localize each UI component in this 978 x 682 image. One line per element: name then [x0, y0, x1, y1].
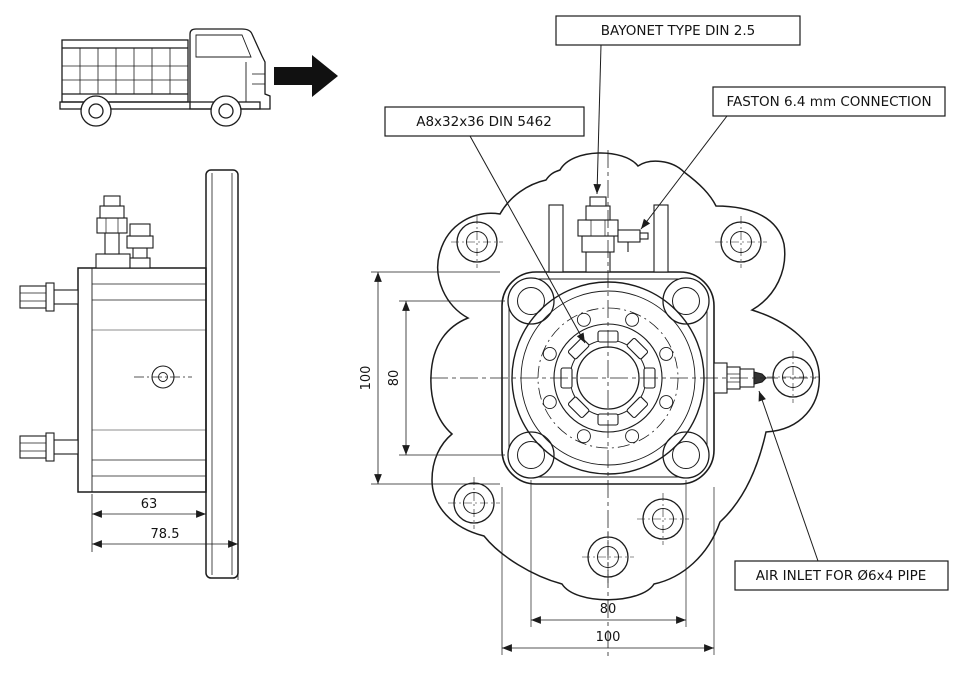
bearing-balls [542, 312, 674, 444]
truck-illustration [59, 28, 338, 127]
callout-bayonet-box [555, 15, 801, 46]
callout-faston-box [712, 86, 946, 117]
bolt-hole [448, 477, 500, 529]
truck-stake-bed [61, 39, 189, 103]
front-dimensions: 100 80 80 100 [359, 271, 715, 655]
side-valve-assembly [95, 195, 154, 269]
side-body [77, 267, 207, 493]
callout-spline-label: A8x32x36 DIN 5462 [416, 114, 552, 130]
front-valve-assembly [548, 196, 669, 273]
faston-tab [617, 229, 649, 252]
side-view: 63 78.5 [19, 169, 239, 580]
front-view: 100 80 80 100 [359, 150, 820, 656]
side-dimensions: 63 78.5 [91, 494, 239, 580]
dim-text-100-horizontal: 100 [596, 630, 621, 645]
direction-arrow-icon [274, 55, 338, 97]
dim-text-80-horizontal: 80 [600, 602, 617, 617]
dim-text-100-vertical: 100 [359, 366, 374, 391]
dim-text-78-5: 78.5 [151, 527, 180, 542]
callout-air-inlet-box [734, 560, 949, 591]
callout-air-inlet: AIR INLET FOR Ø6x4 PIPE [734, 390, 949, 591]
side-flange-plate [205, 169, 239, 579]
callouts: BAYONET TYPE DIN 2.5 FASTON 6.4 mm CONNE… [384, 15, 949, 591]
callout-spline-box [384, 106, 585, 137]
truck-cab [189, 28, 271, 110]
corner-bolt [507, 431, 555, 479]
side-port [134, 365, 192, 389]
bolt-hole [637, 493, 689, 545]
corner-bolt [662, 431, 710, 479]
corner-bolt [662, 277, 710, 325]
bolt-hole [767, 351, 819, 403]
side-mounting-bolts [19, 282, 79, 462]
callout-spline: A8x32x36 DIN 5462 [384, 106, 586, 344]
corner-bolt [507, 277, 555, 325]
callout-bayonet: BAYONET TYPE DIN 2.5 [555, 15, 801, 195]
dim-text-63: 63 [141, 497, 158, 512]
callout-faston-label: FASTON 6.4 mm CONNECTION [726, 94, 931, 110]
truck-chassis [59, 101, 261, 110]
dim-text-80-vertical: 80 [387, 370, 402, 387]
corner-bolts [507, 277, 710, 479]
callout-bayonet-label: BAYONET TYPE DIN 2.5 [601, 23, 755, 39]
callout-air-inlet-label: AIR INLET FOR Ø6x4 PIPE [756, 568, 927, 584]
truck-wheels [80, 95, 242, 127]
bolt-hole [715, 216, 767, 268]
bolt-hole [451, 216, 503, 268]
callout-faston: FASTON 6.4 mm CONNECTION [640, 86, 946, 230]
